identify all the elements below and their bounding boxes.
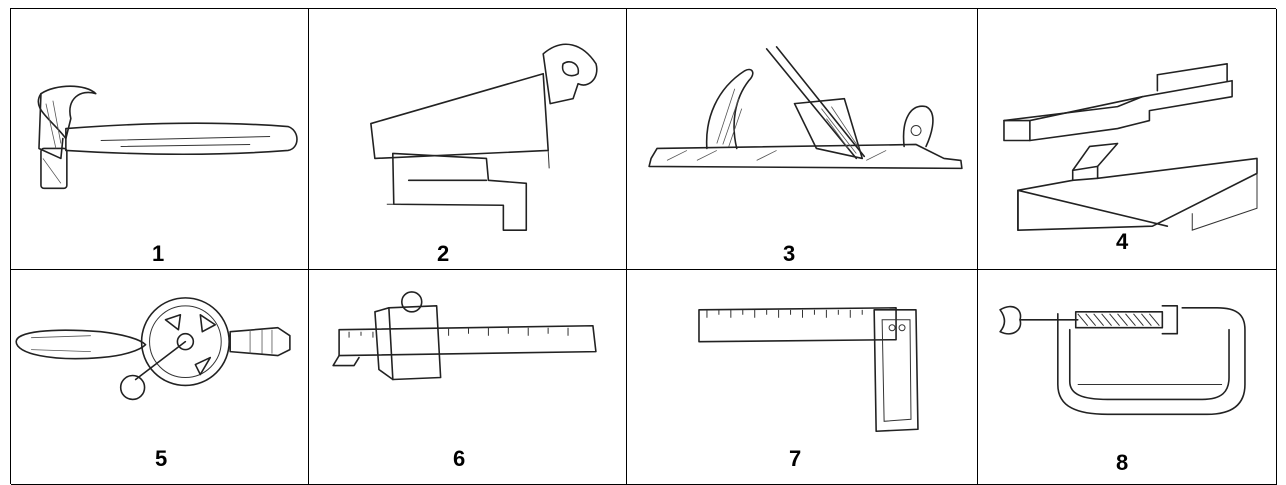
label-6: 6 [453, 446, 466, 471]
cell-5: 5 [11, 270, 309, 485]
cell-7: 7 [627, 270, 978, 485]
label-1: 1 [152, 241, 165, 266]
cell-4: 4 [978, 9, 1277, 270]
label-8: 8 [1116, 450, 1129, 475]
label-2: 2 [437, 241, 450, 266]
g-clamp-icon [999, 305, 1246, 416]
tenon-saw-icon [370, 43, 598, 231]
marking-gauge-icon [332, 291, 597, 381]
hand-plane-icon [648, 46, 963, 170]
cell-3: 3 [627, 9, 978, 270]
cell-1: 1 [11, 9, 309, 270]
claw-hammer-icon [37, 85, 298, 190]
try-square-icon [698, 307, 919, 433]
label-4: 4 [1116, 229, 1129, 254]
tools-grid: 1 2 3 [10, 8, 1277, 485]
label-3: 3 [783, 241, 796, 266]
cell-2: 2 [309, 9, 627, 270]
halving-joint-icon [1003, 62, 1258, 231]
label-5: 5 [155, 446, 168, 471]
cell-8: 8 [978, 270, 1277, 485]
hand-drill-icon [15, 297, 291, 401]
cell-6: 6 [309, 270, 627, 485]
label-7: 7 [789, 446, 802, 471]
